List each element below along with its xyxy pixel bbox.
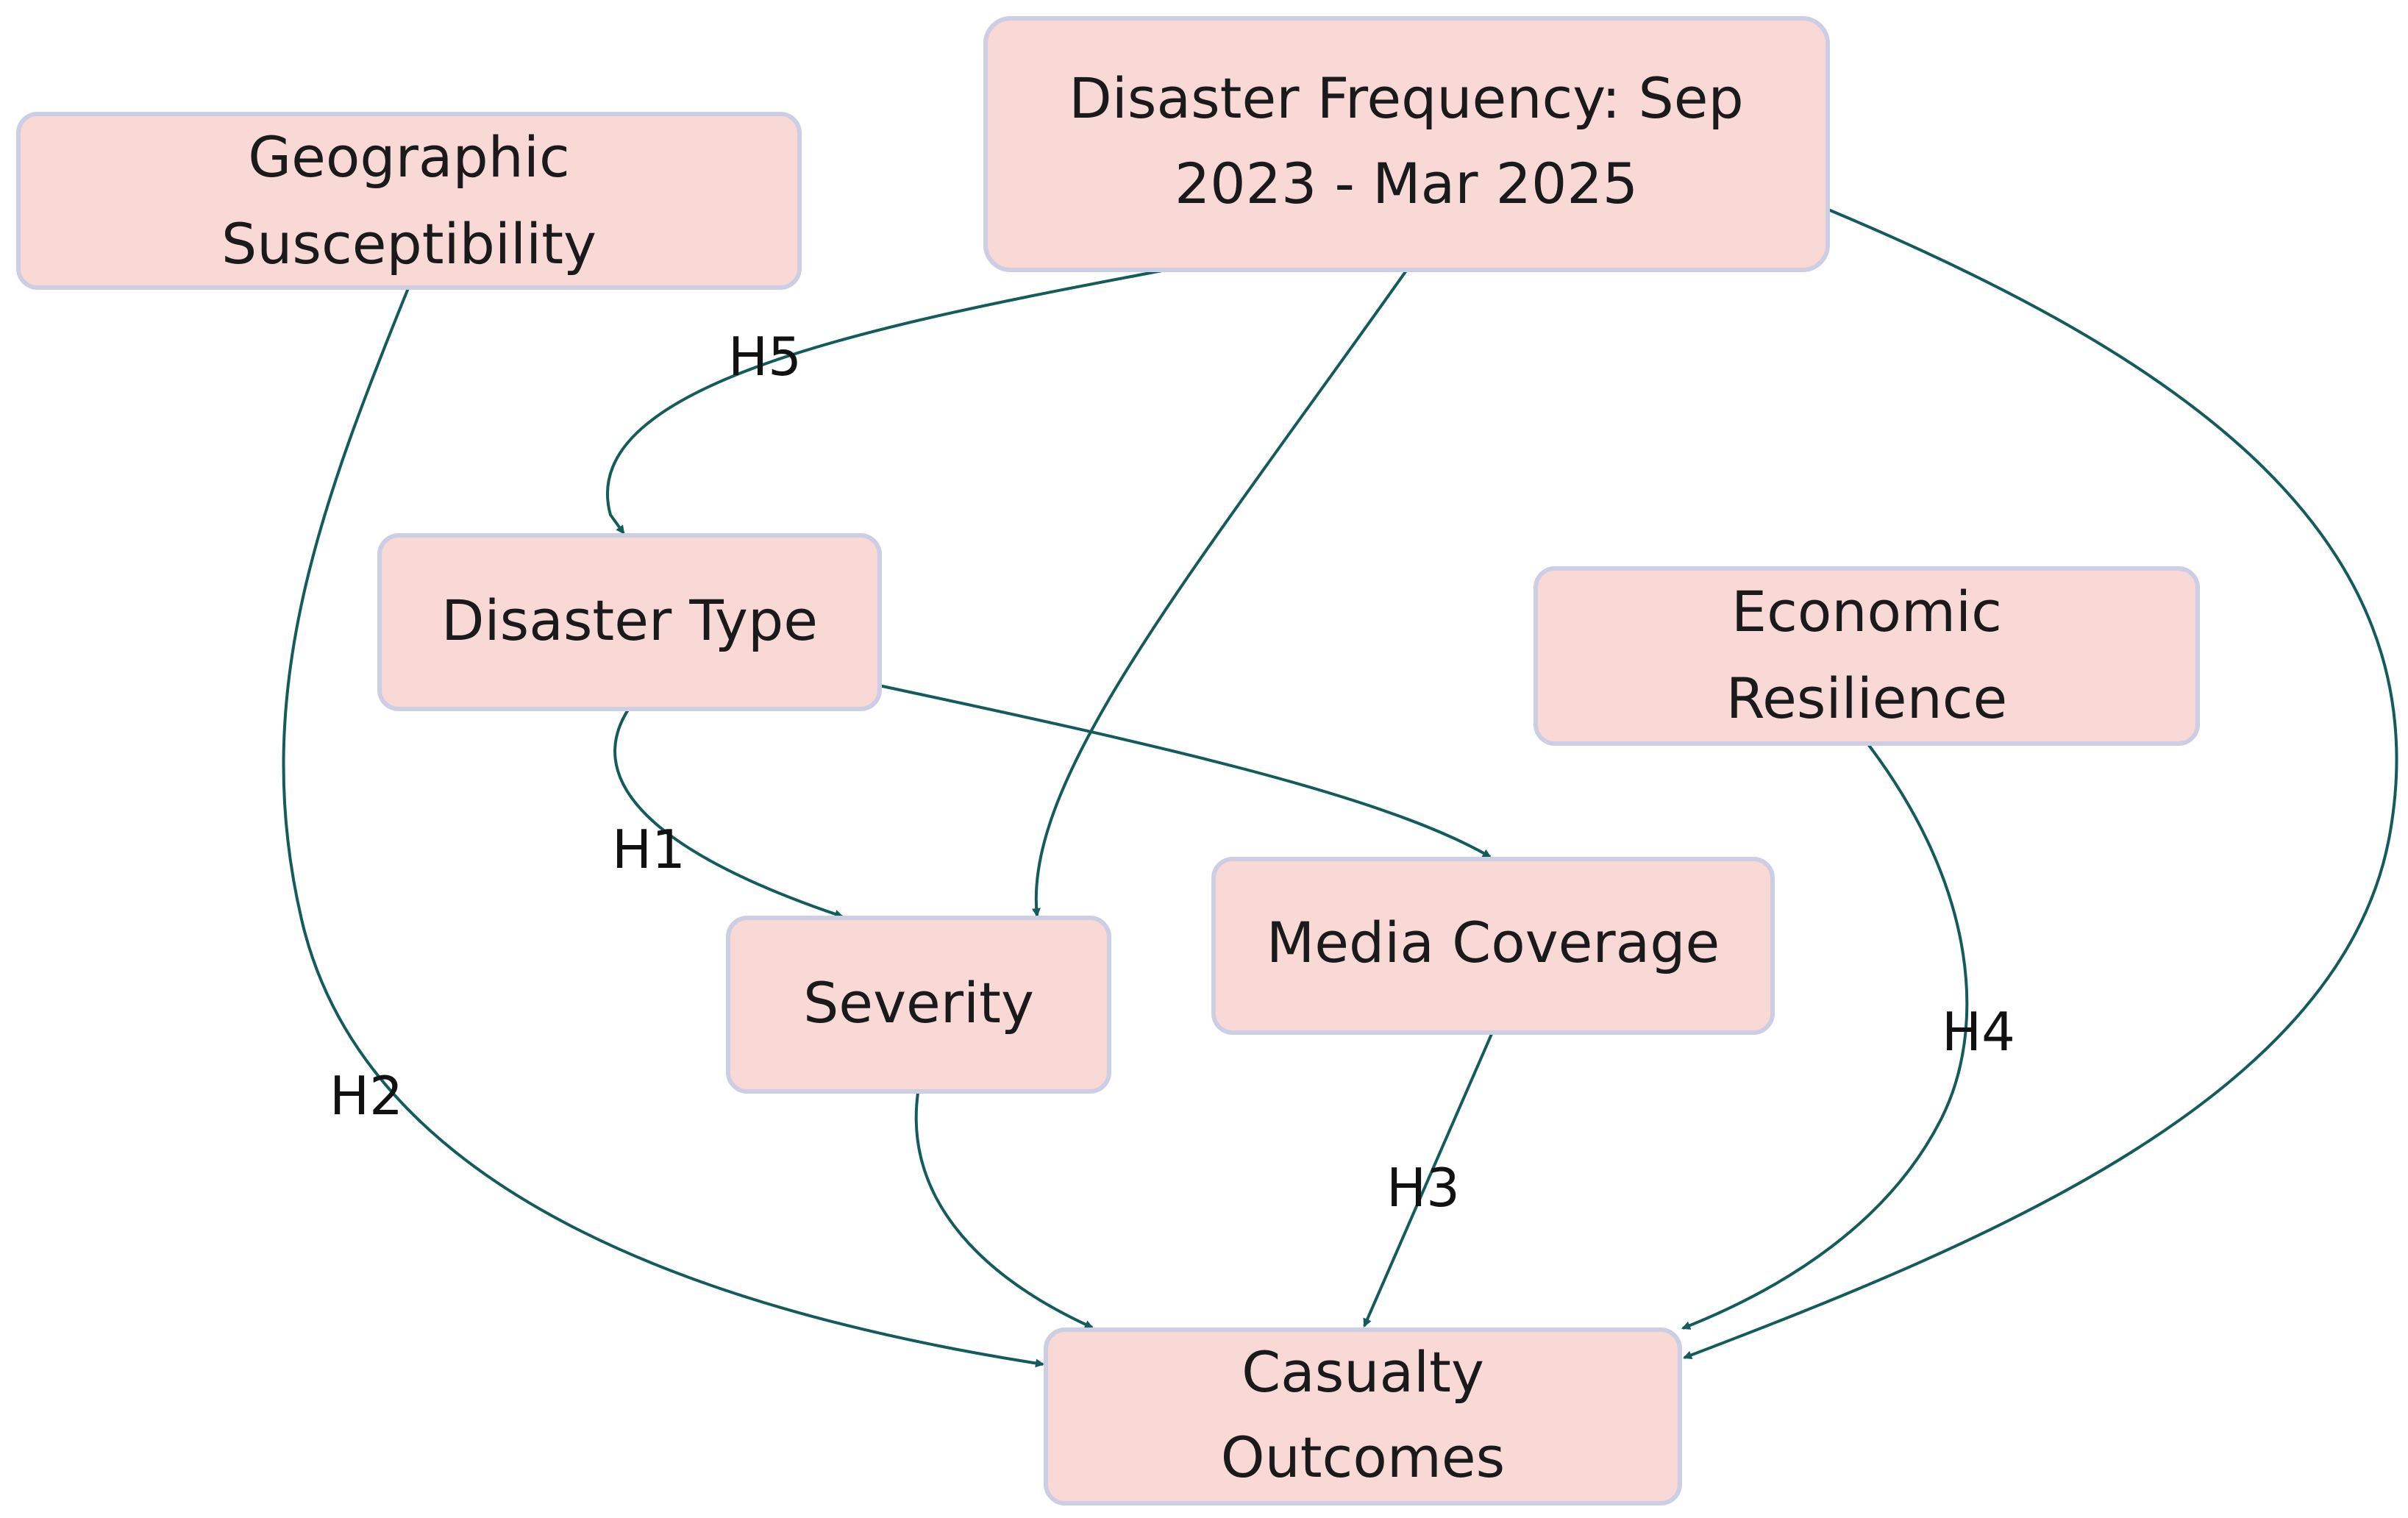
edge-media-to-casualty bbox=[1363, 1033, 1493, 1328]
node-label-line: Susceptibility bbox=[221, 211, 596, 277]
edge-frequency-to-type bbox=[606, 269, 1163, 535]
node-severity: Severity bbox=[726, 916, 1111, 1094]
node-label-line: Geographic bbox=[248, 124, 570, 190]
node-label-line: Disaster Type bbox=[441, 588, 818, 653]
node-media-coverage: Media Coverage bbox=[1211, 857, 1775, 1035]
node-casualty-outcomes: Casualty Outcomes bbox=[1044, 1328, 1682, 1505]
node-label-line: Outcomes bbox=[1221, 1425, 1505, 1490]
edge-geographic-to-casualty bbox=[282, 288, 1044, 1368]
node-label-line: Economic bbox=[1731, 579, 2002, 644]
node-label-line: Media Coverage bbox=[1267, 910, 1720, 975]
node-disaster-type: Disaster Type bbox=[377, 533, 882, 711]
edges bbox=[282, 208, 2398, 1368]
edge-frequency-to-casualty bbox=[1683, 208, 2398, 1360]
node-economic-resilience: Economic Resilience bbox=[1534, 566, 2200, 746]
edge-labels: H5 H1 H2 H3 H4 bbox=[330, 326, 2015, 1219]
edge-type-to-media bbox=[878, 684, 1492, 858]
edge-label-h2: H2 bbox=[330, 1065, 403, 1127]
edge-frequency-to-severity bbox=[1031, 269, 1408, 917]
edge-label-h1: H1 bbox=[612, 819, 685, 880]
edge-label-h5: H5 bbox=[728, 326, 802, 388]
edge-label-h4: H4 bbox=[1942, 1001, 2015, 1063]
edge-severity-to-casualty bbox=[914, 1092, 1094, 1329]
edge-type-to-severity bbox=[613, 708, 844, 919]
node-label-line: Resilience bbox=[1726, 666, 2008, 731]
edge-economic-to-casualty bbox=[1681, 743, 1969, 1330]
node-geographic-susceptibility: Geographic Susceptibility bbox=[16, 112, 802, 290]
node-label-line: Severity bbox=[803, 970, 1034, 1036]
node-label-line: Disaster Frequency: Sep bbox=[1069, 65, 1743, 131]
edge-label-h3: H3 bbox=[1386, 1157, 1460, 1219]
node-label-line: Casualty bbox=[1242, 1339, 1484, 1405]
node-disaster-frequency: Disaster Frequency: Sep 2023 - Mar 2025 bbox=[983, 16, 1830, 272]
node-label-line: 2023 - Mar 2025 bbox=[1175, 151, 1638, 216]
